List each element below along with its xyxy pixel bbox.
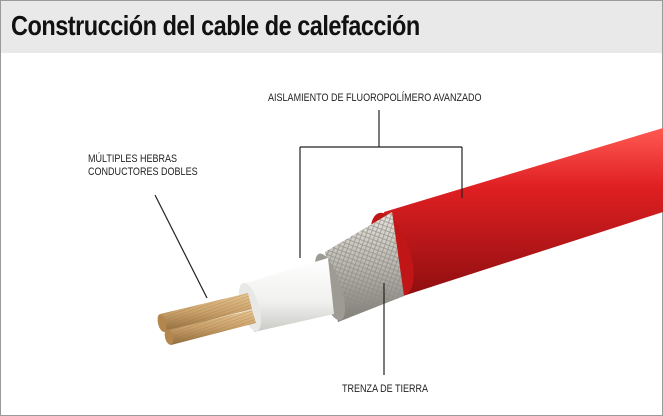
insulation-leader <box>299 110 463 258</box>
strands-label-line2: CONDUCTORES DOBLES <box>88 166 198 178</box>
braid-label: TRENZA DE TIERRA <box>342 383 429 395</box>
title-bar: Construcción del cable de calefacción <box>1 1 662 53</box>
outer-jacket <box>370 128 663 297</box>
conductors <box>157 293 256 345</box>
strands-label-line1: MÚLTIPLES HEBRAS <box>88 153 178 165</box>
page-title: Construcción del cable de calefacción <box>11 10 420 41</box>
strands-leader <box>154 194 208 299</box>
insulation-label: AISLAMIENTO DE FLUOROPOLÍMERO AVANZADO <box>268 92 482 104</box>
strands-label: MÚLTIPLES HEBRAS CONDUCTORES DOBLES <box>88 153 198 179</box>
